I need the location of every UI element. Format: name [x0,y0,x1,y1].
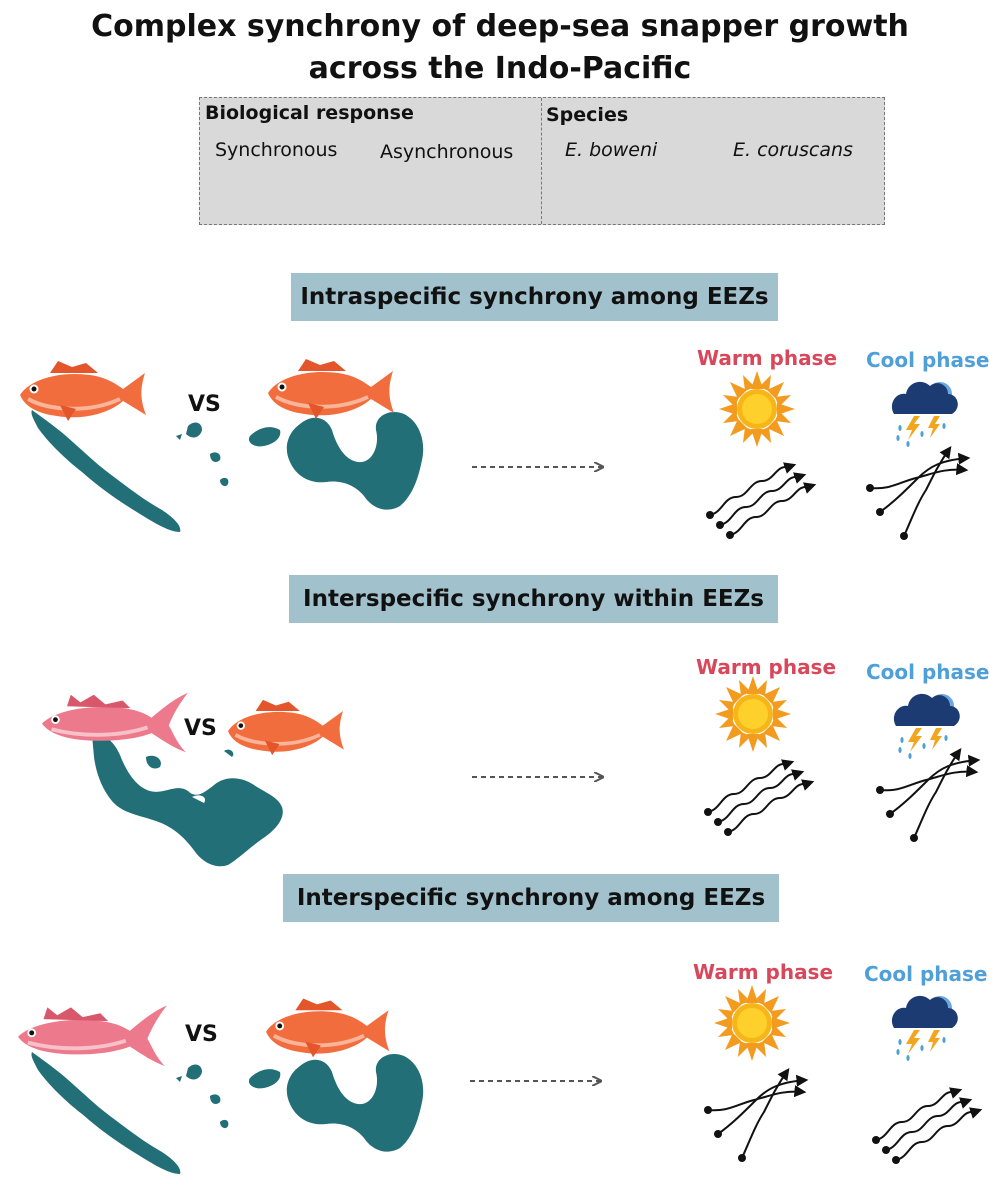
legend-box: Biological response Synchronous Asynchro… [199,97,885,225]
legend-species-coruscans-label: E. coruscans [733,139,853,161]
section-2-cool-phase-label: Cool phase [866,660,990,684]
section-3-warm-phase-label: Warm phase [693,960,834,984]
storm-icon [893,693,960,759]
section-2-vs-label: VS [184,716,217,741]
legend-synchronous-label: Synchronous [215,139,338,161]
section-3-vs-label: VS [185,1022,218,1047]
section-3-cool-phase-label: Cool phase [864,962,988,986]
section-3-graphics [16,985,980,1174]
fiji-map-icon [176,1053,424,1152]
section-3-title: Interspecific synchrony among EEZs [283,874,779,922]
storm-icon [891,995,958,1061]
sun-icon [714,985,790,1061]
boweni-fish-icon [226,698,346,757]
fiji-map-icon [92,734,283,867]
sun-icon [719,371,795,447]
section-2-warm-phase-label: Warm phase [696,655,837,679]
coruscans-fish-icon [16,1003,169,1069]
boweni-fish-icon [266,357,396,421]
boweni-fish-icon [18,359,148,423]
cool-asynchronous-icon [880,750,978,838]
section-1-graphics [18,357,968,536]
title-line-1: Complex synchrony of deep-sea snapper gr… [91,9,909,44]
cool-asynchronous-icon [870,448,968,536]
warm-asynchronous-icon [708,1070,806,1158]
section-1-cool-phase-label: Cool phase [866,348,990,372]
page-title: Complex synchrony of deep-sea snapper gr… [0,6,1000,90]
legend-asynchronous-label: Asynchronous [380,141,514,163]
new-caledonia-map-icon [31,410,181,532]
section-1-title: Intraspecific synchrony among EEZs [291,273,778,321]
legend-species-boweni-label: E. boweni [565,139,658,161]
title-line-2: across the Indo-Pacific [308,51,692,86]
legend-species-heading: Species [546,104,629,126]
coruscans-fish-icon [40,690,190,755]
legend-divider [541,98,542,224]
section-2-title: Interspecific synchrony within EEZs [289,575,778,623]
section-1-vs-label: VS [188,392,221,417]
boweni-fish-icon [264,996,392,1060]
new-caledonia-map-icon [31,1052,181,1174]
storm-icon [891,381,958,447]
sun-icon [715,676,791,752]
cool-synchronous-icon [876,1090,980,1160]
section-2-graphics [40,676,978,867]
warm-synchronous-icon [710,465,814,535]
section-1-warm-phase-label: Warm phase [697,346,838,370]
legend-biological-response-heading: Biological response [205,102,414,124]
fiji-map-icon [176,411,424,510]
warm-synchronous-icon [708,762,812,832]
